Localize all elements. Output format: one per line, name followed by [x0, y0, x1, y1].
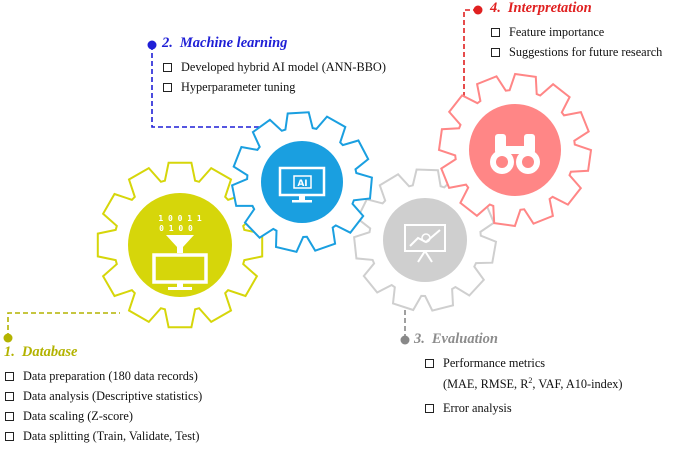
database-items: Data preparation (180 data records) Data…: [4, 366, 202, 446]
list-item: Performance metrics: [424, 353, 545, 373]
list-item: Data scaling (Z-score): [4, 406, 202, 426]
machine-learning-connector: [151, 45, 263, 128]
database-connector-dot: [3, 333, 13, 343]
database-heading: 1. Database: [4, 344, 77, 361]
interpretation-connector-dot: [473, 5, 483, 15]
list-item: Hyperparameter tuning: [162, 77, 386, 97]
database-connector: [7, 312, 120, 338]
svg-text:0 1 0 0: 0 1 0 0: [159, 224, 193, 233]
evaluation-connector-dot: [400, 335, 410, 345]
list-item: Feature importance: [490, 22, 662, 42]
machine-learning-items: Developed hybrid AI model (ANN-BBO) Hype…: [162, 57, 386, 97]
database-number: 1.: [4, 344, 15, 360]
interpretation-title: Interpretation: [507, 0, 592, 16]
list-item: Data preparation (180 data records): [4, 366, 202, 386]
machine-learning-heading: 2. Machine learning: [162, 35, 287, 52]
list-item: Developed hybrid AI model (ANN-BBO): [162, 57, 386, 77]
interpretation-heading: 4. Interpretation: [490, 0, 592, 17]
machine-learning-gear: [230, 111, 373, 253]
evaluation-gear: [353, 168, 498, 312]
evaluation-title: Evaluation: [431, 331, 498, 347]
interpretation-number: 4.: [490, 0, 501, 16]
list-item: Error analysis: [424, 398, 512, 418]
machine-learning-title: Machine learning: [179, 35, 288, 51]
data-funnel-monitor-icon: 1 0 0 1 1 0 1 0 0: [152, 214, 208, 290]
list-item: Data analysis (Descriptive statistics): [4, 386, 202, 406]
machine-learning-number: 2.: [162, 35, 173, 51]
ai-icon-label: AI: [297, 179, 307, 189]
binoculars-icon: [490, 134, 540, 174]
svg-text:1 0 0 1 1: 1 0 0 1 1: [158, 214, 202, 223]
presentation-chart-icon: [404, 224, 446, 263]
list-item: Data splitting (Train, Validate, Test): [4, 426, 202, 446]
evaluation-metrics-line: (MAE, RMSE, R2, VAF, A10-index): [443, 376, 623, 392]
evaluation-heading: 3. Evaluation: [414, 331, 498, 348]
list-item: Suggestions for future research: [490, 42, 662, 62]
machine-learning-connector-dot: [147, 40, 157, 50]
database-title: Database: [21, 344, 78, 360]
interpretation-connector: [463, 9, 478, 142]
evaluation-number: 3.: [414, 331, 425, 347]
ai-monitor-icon: AI: [278, 166, 326, 203]
evaluation-items-bottom: Error analysis: [424, 398, 512, 418]
interpretation-items: Feature importance Suggestions for futur…: [490, 22, 662, 62]
evaluation-items-top: Performance metrics: [424, 353, 545, 373]
